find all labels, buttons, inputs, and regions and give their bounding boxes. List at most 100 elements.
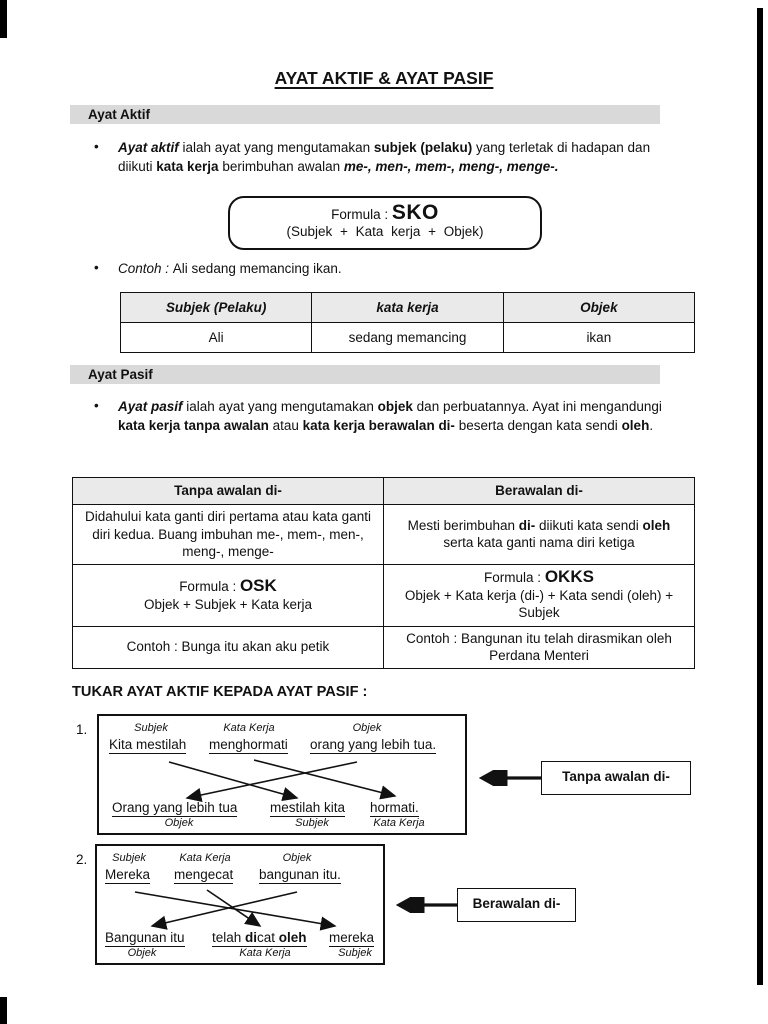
role-label: Kata Kerja [223,722,275,734]
formula-code-osk: OSK [239,576,277,595]
definition-segment: berimbuhan awalan [218,158,344,174]
table-cell: sedang memancing [311,322,504,353]
tag-berawalan-di: Berawalan di- [457,888,576,922]
table-row: Contoh : Bunga itu akan aku petik Contoh… [72,625,695,669]
table-header-cell: Objek [502,292,696,323]
pasif-comparison-table: Tanpa awalan di- Berawalan di- Didahului… [72,477,695,669]
definition-segment: subjek (pelaku) [373,140,473,155]
definition-segment: kata kerja berawalan di- [302,417,455,433]
section-bar-ayat-aktif: Ayat Aktif [70,105,660,124]
role-label: Subjek [112,852,146,864]
table-cell: ikan [502,322,696,353]
definition-segment: ialah ayat yang mengutamakan [178,140,374,155]
word-segment: di [245,930,258,945]
formula-expansion: Objek + Subjek + Kata kerja [143,596,313,612]
formula-code-okks: OKKS [544,567,594,587]
cell-segment: Mesti berimbuhan [407,517,519,533]
word-underlined: Bangunan itu [105,930,185,947]
item1-diagram-box: Subjek Kata Kerja Objek Kita mestilah me… [97,714,467,835]
role-label: Kata Kerja [239,947,291,959]
definition-segment: me-, men-, mem-, meng-, menge-. [343,158,559,174]
bullet-icon: • [94,260,99,275]
role-label: Objek [164,817,194,829]
word-underlined: Kita mestilah [109,737,187,754]
table-row: Ali sedang memancing ikan [119,322,696,353]
table-header-cell: kata kerja [311,292,504,323]
aktif-example-table: Subjek (Pelaku) kata kerja Objek Ali sed… [119,292,696,353]
word-underlined: Mereka [105,867,151,884]
item2-number: 2. [76,852,88,867]
item1-number: 1. [76,722,88,737]
formula-expansion: Objek + Kata kerja (di-) + Kata sendi (o… [404,587,674,621]
table-header-cell: Berawalan di- [383,477,695,505]
word-underlined: hormati. [370,800,419,817]
section-bar-ayat-pasif: Ayat Pasif [70,365,660,384]
formula-label: Formula : [484,570,545,586]
definition-segment: kata kerja [156,158,219,174]
table-cell: Formula : OSK Objek + Subjek + Kata kerj… [72,563,384,627]
item2-diagram-box: Subjek Kata Kerja Objek Mereka mengecat … [95,844,385,965]
formula-line: Formula : OSK [81,577,375,596]
word-segment: cat [257,930,279,945]
role-label: Kata Kerja [179,852,231,864]
example-sentence: Ali sedang memancing ikan. [172,261,342,276]
formula-sko-box: Formula : SKO (Subjek + Kata kerja + Obj… [228,196,542,250]
formula-label: Formula : [179,579,240,594]
left-arrow-icon [395,897,458,913]
role-label: Subjek [134,722,168,734]
role-label: Objek [282,852,312,864]
role-label: Objek [127,947,157,959]
tag-tanpa-awalan-di: Tanpa awalan di- [541,761,691,795]
aktif-example-text: Contoh : Ali sedang memancing ikan. [118,260,664,279]
aktif-definition-bullet: • Ayat aktif ialah ayat yang mengutamaka… [94,139,664,176]
page-title: AYAT AKTIF & AYAT PASIF [0,68,768,89]
table-header-cell: Subjek (Pelaku) [119,292,313,323]
tukar-heading: TUKAR AYAT AKTIF KEPADA AYAT PASIF : [72,684,368,700]
definition-segment: beserta dengan kata sendi [454,417,622,433]
table-cell: Ali [119,322,313,353]
crossing-arrows-icon [168,759,397,803]
definition-segment: atau [268,417,303,433]
example-label: Contoh : [118,261,173,276]
term-ayat-pasif: Ayat pasif [118,399,183,414]
cell-segment: diikuti kata sendi [535,517,643,533]
role-label: Kata Kerja [373,817,425,829]
table-header-row: Tanpa awalan di- Berawalan di- [72,477,695,505]
definition-segment: dan perbuatannya. Ayat ini mengandungi [412,399,662,414]
word-underlined: orang yang lebih tua. [310,737,437,754]
role-label: Subjek [338,947,372,959]
definition-segment: kata kerja tanpa awalan [118,417,269,433]
table-header-row: Subjek (Pelaku) kata kerja Objek [119,292,696,323]
table-cell: Contoh : Bangunan itu telah dirasmikan o… [383,625,695,669]
formula-line: Formula : OKKS [392,568,686,587]
formula-label: Formula : [331,207,392,222]
scan-artifact-bottom-left [0,997,7,1024]
word-segment: telah [212,930,246,945]
pasif-definition-text: Ayat pasif ialah ayat yang mengutamakan … [118,398,664,435]
definition-segment: . [649,417,654,433]
word-segment: oleh [278,930,307,945]
formula-line: Formula : SKO [230,201,540,225]
table-row: Didahului kata ganti diri pertama atau k… [72,504,695,565]
aktif-example-bullet: • Contoh : Ali sedang memancing ikan. [94,260,664,279]
definition-segment: objek [377,399,413,414]
cell-segment: di- [518,517,536,533]
scan-artifact-right-edge [757,8,763,985]
role-label: Subjek [295,817,329,829]
cell-segment: oleh [642,517,671,533]
word-underlined: bangunan itu. [259,867,341,884]
table-cell: Didahului kata ganti diri pertama atau k… [72,504,384,565]
term-ayat-aktif: Ayat aktif [118,140,179,155]
formula-code-sko: SKO [391,201,439,224]
left-arrow-icon [478,770,541,786]
scan-artifact-top-left [0,0,7,38]
definition-segment: oleh [621,417,650,433]
page-title-text: AYAT AKTIF & AYAT PASIF [274,68,494,88]
table-cell: Contoh : Bunga itu akan aku petik [72,625,384,669]
bullet-icon: • [94,139,99,154]
table-header-cell: Tanpa awalan di- [72,477,384,505]
word-underlined: menghormati [209,737,288,754]
role-label: Objek [352,722,382,734]
bullet-icon: • [94,398,99,413]
